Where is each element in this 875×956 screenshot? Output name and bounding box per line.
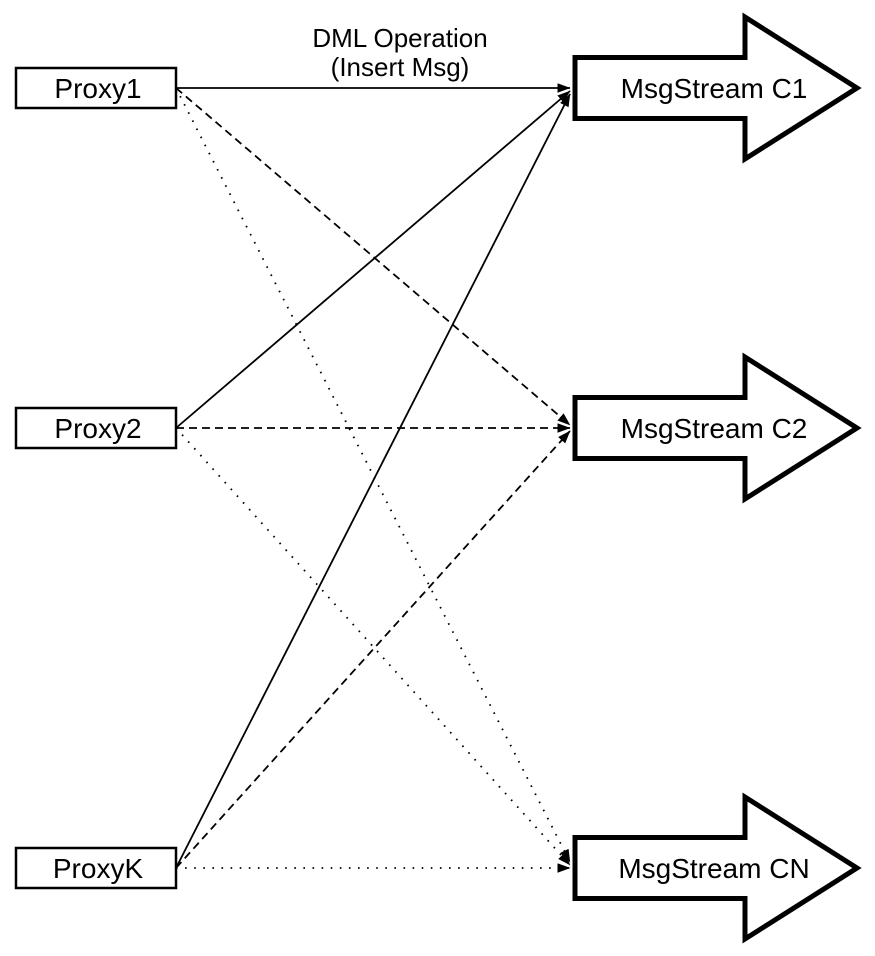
edge-proxyk-to-c1: [175, 93, 571, 869]
stream-c1-node: MsgStream C1: [572, 12, 862, 164]
dml-operation-label: DML Operation: [312, 23, 487, 53]
edge-proxyk-to-c2: [175, 430, 571, 869]
edge-proxy2-to-cn: [175, 427, 571, 866]
stream-cn-arrow-shape: [572, 792, 862, 944]
proxy2-label: Proxy2: [54, 413, 141, 444]
insert-msg-label: (Insert Msg): [331, 52, 470, 82]
proxy1-label: Proxy1: [54, 73, 141, 104]
proxy2-box: [14, 406, 178, 450]
stream-c2-node: MsgStream C2: [572, 352, 862, 504]
stream-c1-label: MsgStream C1: [621, 73, 808, 104]
proxyk-label: ProxyK: [53, 853, 144, 884]
edge-proxy1-to-cn: [175, 87, 571, 863]
edge-label: DML Operation (Insert Msg): [312, 23, 487, 82]
stream-cn-label: MsgStream CN: [618, 853, 809, 884]
proxy1-node: Proxy1: [14, 66, 178, 110]
proxyk-node: ProxyK: [14, 846, 178, 890]
proxy1-box: [14, 66, 178, 110]
stream-c2-label: MsgStream C2: [621, 413, 808, 444]
stream-cn-node: MsgStream CN: [572, 792, 862, 944]
edge-proxy2-to-c1: [175, 90, 571, 429]
proxy2-node: Proxy2: [14, 406, 178, 450]
proxyk-box: [14, 846, 178, 890]
stream-c1-arrow-shape: [572, 12, 862, 164]
edge-group: [175, 83, 571, 873]
stream-c2-arrow-shape: [572, 352, 862, 504]
edge-proxy1-to-c2: [175, 87, 571, 426]
